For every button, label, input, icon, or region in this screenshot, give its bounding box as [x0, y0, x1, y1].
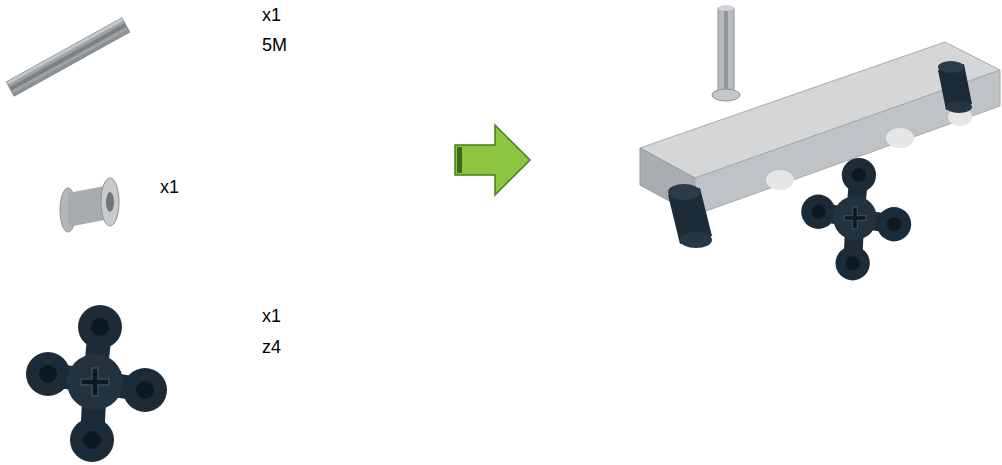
assembled-model: [640, 5, 1000, 280]
step-arrow: [455, 125, 530, 195]
part-count: x1: [262, 307, 281, 325]
part-count: x1: [160, 178, 179, 196]
bush-part: [60, 178, 119, 232]
knob-wheel-part: [26, 305, 167, 462]
part-count: x1: [262, 6, 281, 24]
axle-part: [6, 18, 129, 96]
part-size: 5M: [262, 36, 287, 54]
part-size: z4: [262, 338, 281, 356]
